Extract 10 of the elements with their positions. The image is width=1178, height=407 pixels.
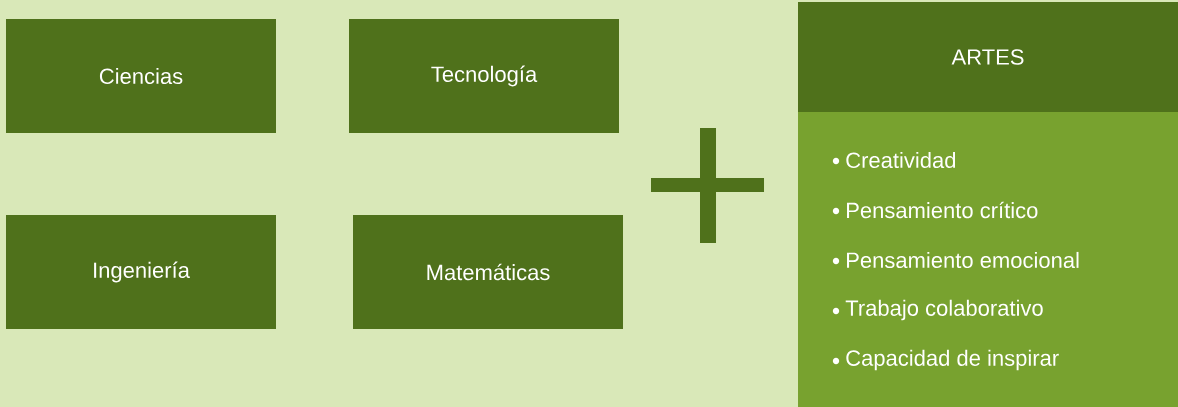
category-box: Matemáticas: [353, 215, 623, 329]
bullet-item: Trabajo colaborativo: [832, 299, 1043, 321]
bullet-item: Pensamiento crítico: [832, 201, 1038, 219]
bullet-item: Capacidad de inspirar: [832, 349, 1059, 371]
bullet-item: Creatividad: [832, 151, 956, 169]
category-box: Ingeniería: [6, 215, 276, 329]
panel-header: ARTES: [798, 2, 1178, 112]
category-box: Ciencias: [6, 19, 276, 133]
bullet-item: Pensamiento emocional: [832, 251, 1079, 269]
category-box: Tecnología: [349, 19, 619, 133]
